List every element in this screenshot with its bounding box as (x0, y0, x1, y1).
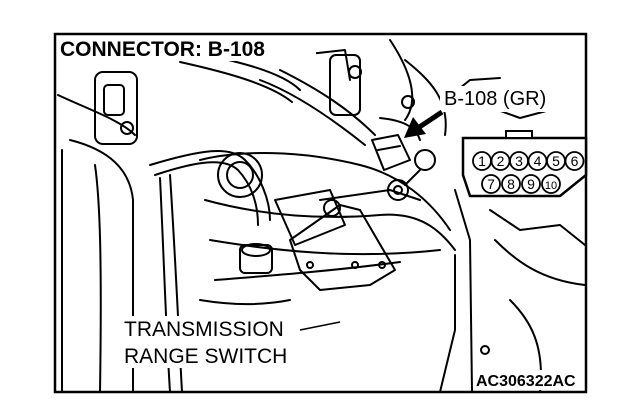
connector-pin-label-2: 2 (497, 153, 505, 169)
connector-pin-6 (564, 151, 585, 171)
part-label-line-2: RANGE SWITCH (124, 345, 287, 368)
diagram-title: CONNECTOR: B-108 (60, 38, 265, 61)
title-background (58, 37, 316, 61)
connector-pin-8 (501, 174, 521, 194)
part-label-line-1: TRANSMISSION (124, 318, 284, 341)
connector-label-background (440, 86, 580, 112)
connector-pin-label-3: 3 (515, 153, 523, 169)
connector-pin-label-8: 8 (507, 176, 515, 192)
connector-pin-9 (521, 174, 541, 194)
part-leader-line (299, 321, 341, 331)
connector-pin-label-5: 5 (552, 153, 560, 169)
figure-code-background (474, 370, 584, 390)
connector-pin-10 (541, 174, 561, 194)
connector-pin-label-9: 9 (527, 176, 535, 192)
connector-pin-label-10: 10 (545, 180, 557, 192)
connector-pin-label-4: 4 (534, 153, 542, 169)
connector-pin-label-7: 7 (487, 176, 495, 192)
connector-pin-7 (481, 174, 501, 194)
figure-code: AC306322AC (476, 373, 576, 390)
connector-pin-label-6: 6 (571, 153, 579, 169)
connector-label: B-108 (GR) (444, 88, 546, 110)
connector-pin-label-1: 1 (478, 153, 486, 169)
connector-pointer-arrow (404, 109, 444, 138)
part-label-background (120, 316, 310, 368)
